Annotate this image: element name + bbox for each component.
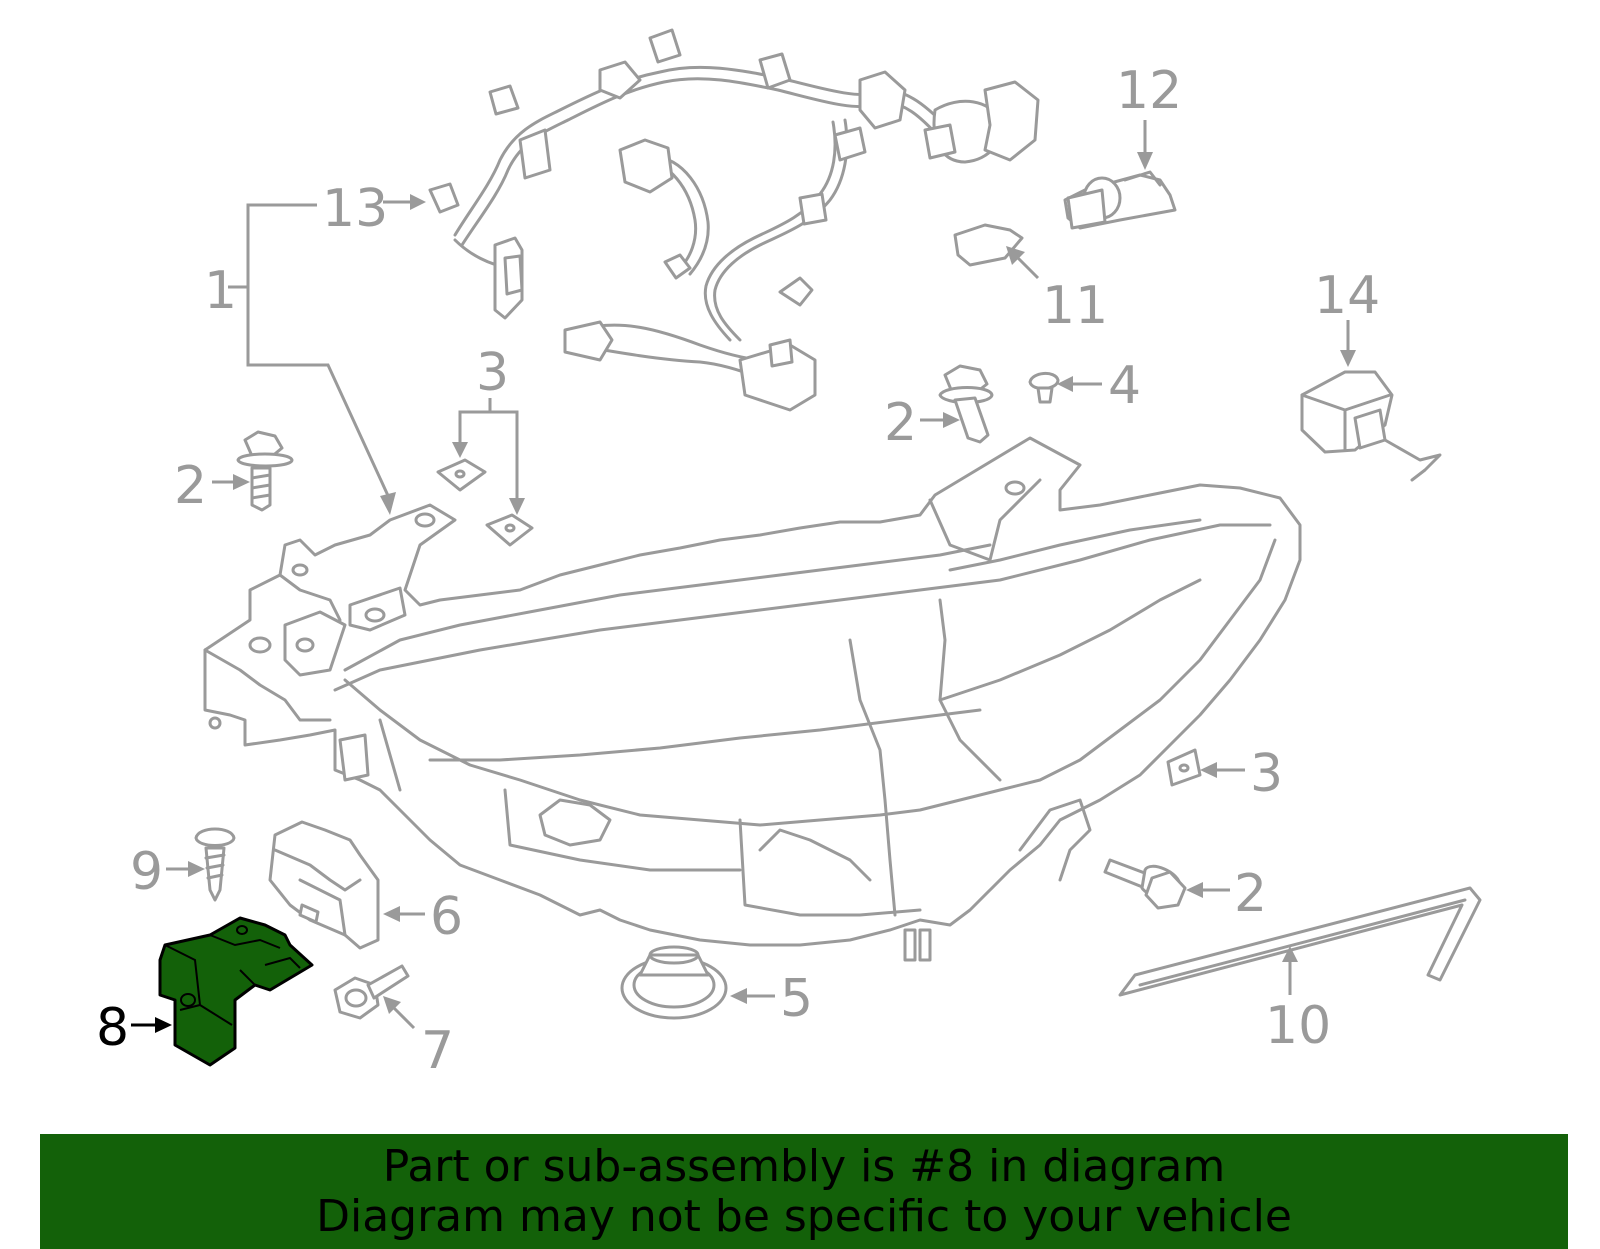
seal-strip-part-10 — [1118, 886, 1482, 997]
callout-7: 7 — [421, 1021, 454, 1081]
callout-3-top: 3 — [476, 343, 509, 403]
bolt-part-2-right — [1103, 858, 1187, 910]
callout-2-left: 2 — [174, 456, 207, 516]
clip-part-3-a — [436, 458, 487, 492]
grommet-part-4 — [1028, 372, 1060, 404]
callout-2-right: 2 — [1234, 864, 1267, 924]
bracket-part-6 — [268, 820, 380, 950]
callout-9: 9 — [130, 842, 163, 902]
callout-3-right: 3 — [1250, 744, 1283, 804]
banner-line-disclaimer: Diagram may not be specific to your vehi… — [316, 1191, 1292, 1242]
clip-part-3-b — [485, 513, 534, 547]
seal-part-5 — [620, 945, 728, 1020]
info-banner: Part or sub-assembly is #8 in diagram Di… — [40, 1134, 1568, 1249]
callout-leaders — [131, 120, 1356, 1033]
callout-1: 1 — [204, 261, 237, 321]
bracket-part-8-highlighted — [158, 916, 314, 1067]
callout-13: 13 — [322, 179, 388, 239]
module-part-14 — [1300, 370, 1442, 482]
callout-6: 6 — [430, 887, 463, 947]
callout-12: 12 — [1116, 61, 1182, 121]
socket-part-12 — [1063, 170, 1177, 230]
callout-4: 4 — [1108, 356, 1141, 416]
callout-2-top: 2 — [884, 393, 917, 453]
callout-14: 14 — [1314, 266, 1380, 326]
callout-8-highlighted: 8 — [96, 998, 129, 1058]
callout-11: 11 — [1042, 276, 1108, 336]
wiring-harness-part-13 — [428, 28, 1040, 412]
screw-part-9 — [194, 827, 236, 902]
screw-part-7 — [333, 964, 410, 1020]
bolt-part-2-left — [236, 430, 294, 512]
callout-5: 5 — [780, 969, 813, 1029]
callout-10: 10 — [1265, 996, 1331, 1056]
banner-line-part-number: Part or sub-assembly is #8 in diagram — [382, 1141, 1226, 1192]
headlamp-housing-part-1 — [203, 436, 1302, 962]
bolt-part-2-top — [938, 364, 994, 444]
bulb-part-11 — [953, 223, 1024, 267]
clip-part-3-c — [1166, 748, 1202, 787]
